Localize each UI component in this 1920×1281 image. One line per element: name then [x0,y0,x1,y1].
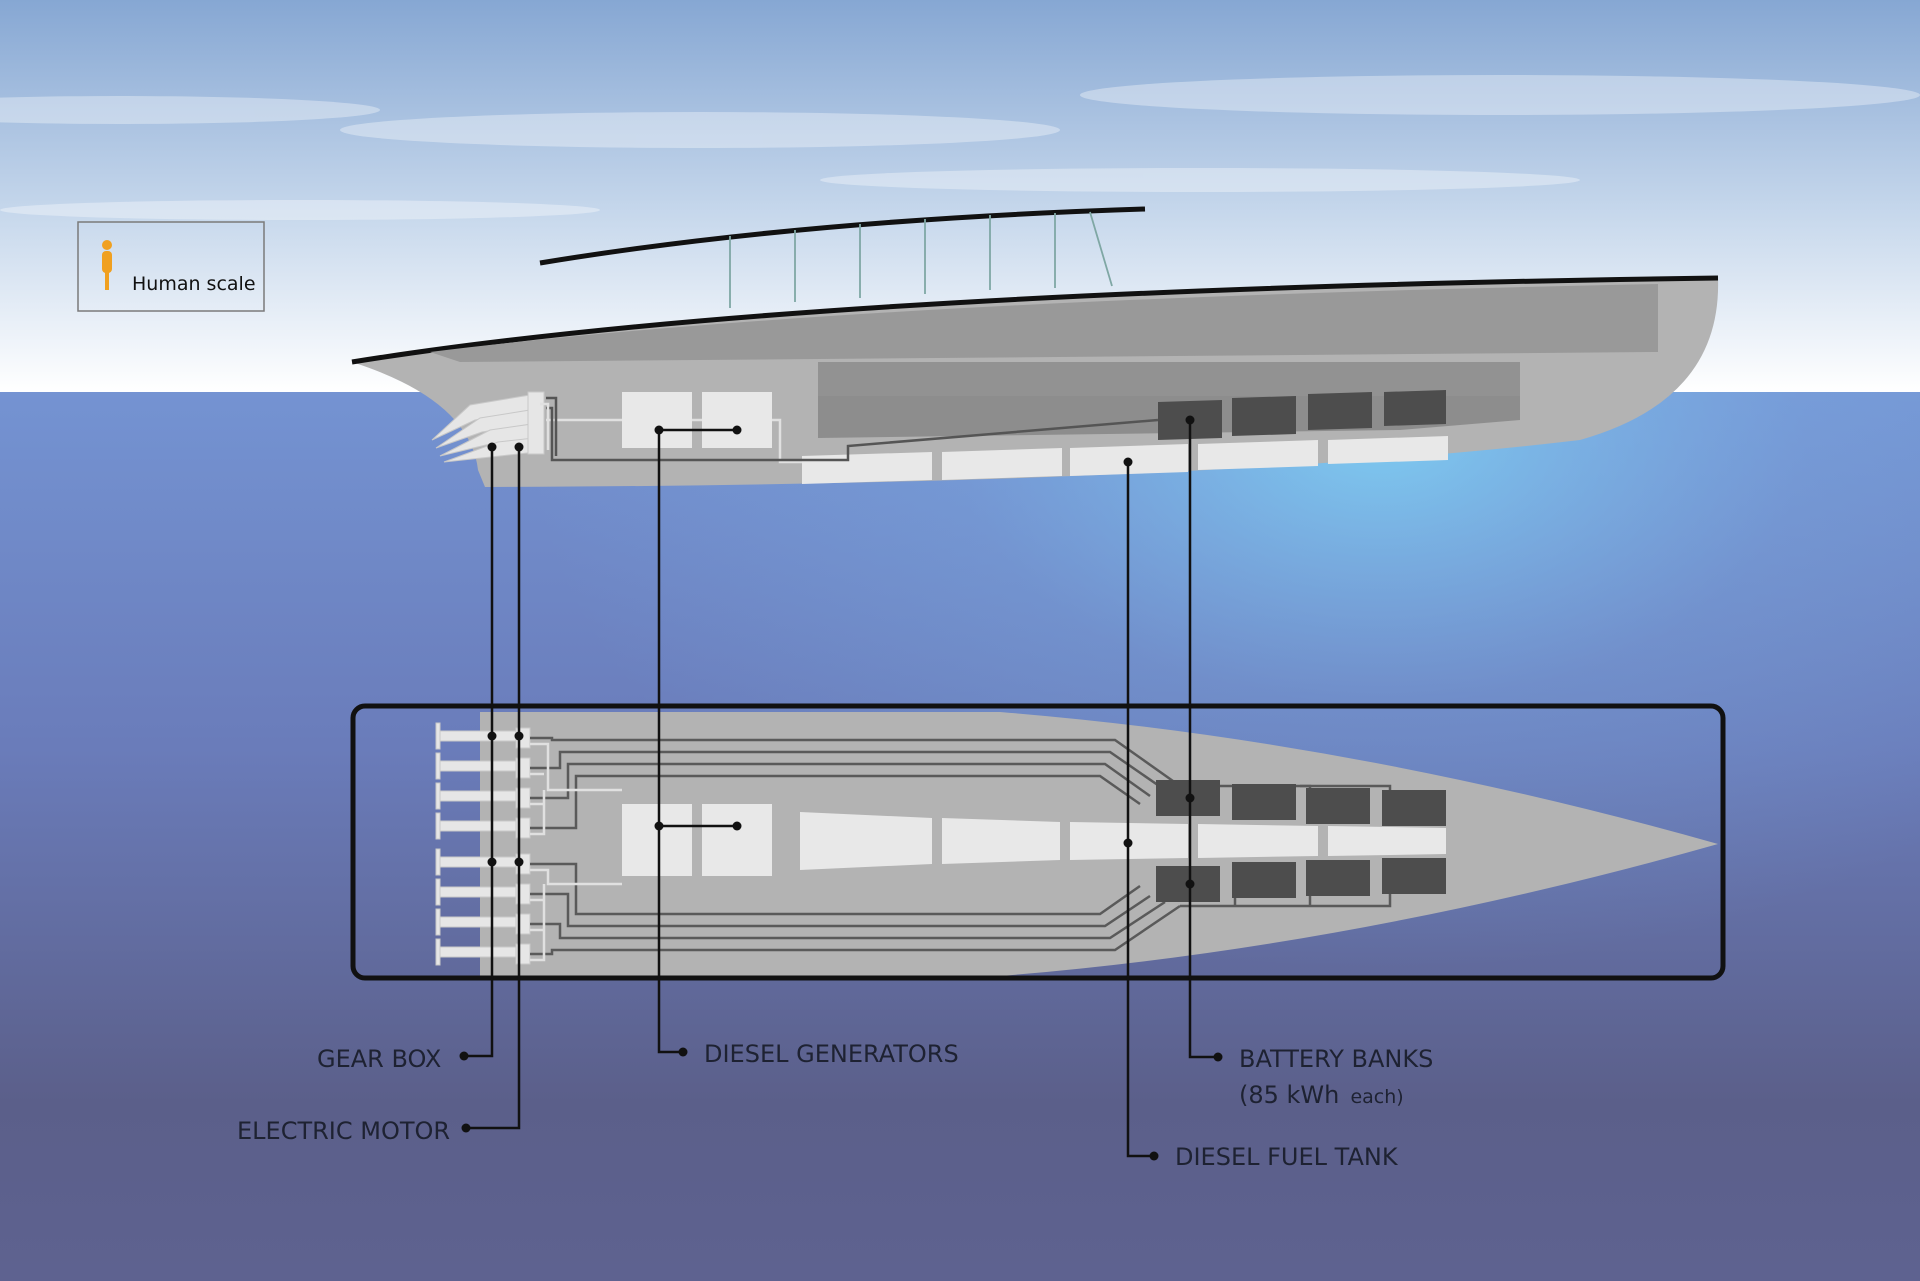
side-generator [622,392,692,448]
diesel-generators-label: DIESEL GENERATORS [704,1040,959,1068]
side-thrusters [431,391,545,463]
battery-banks-leader [1188,420,1218,1059]
top-generator [702,804,772,876]
side-generator [702,392,772,448]
gear-box-label: GEAR BOX [317,1045,441,1073]
legend: Human scale [77,221,265,312]
canopy-glass [729,211,1113,308]
leader-lines [464,420,1218,1158]
legend-label: Human scale [132,273,256,295]
clouds [0,75,1920,220]
battery-banks-label: BATTERY BANKS [1239,1045,1433,1073]
cabin-panel [818,362,1520,396]
top-wiring-light [530,742,622,962]
battery-note-main: (85 kWh [1239,1081,1339,1109]
diesel-fuel-tank-label: DIESEL FUEL TANK [1175,1143,1399,1171]
battery-note: (85 kWh each) [1239,1081,1404,1109]
gear-box-leader [464,447,494,1058]
side-wiring [540,396,1159,464]
deck-line [351,275,1719,365]
side-view [351,206,1719,487]
top-view [350,703,1726,981]
top-battery-banks [1156,780,1446,902]
canopy-roof [539,206,1146,266]
electric-motor-label: ELECTRIC MOTOR [237,1117,450,1145]
top-generator [622,804,692,876]
side-fuel-tanks [802,436,1448,484]
battery-note-small: each) [1350,1086,1403,1108]
diesel-fuel-tank-leader [1126,462,1154,1158]
top-view-frame [350,703,1726,981]
person-icon [102,240,112,290]
upper-deck-panel [430,284,1658,362]
diesel-generators-leader [657,430,683,1054]
electric-motor-leader [466,447,521,1130]
legend-box [77,221,265,312]
side-battery-banks [1158,390,1446,440]
leader-dots [459,415,1223,1161]
